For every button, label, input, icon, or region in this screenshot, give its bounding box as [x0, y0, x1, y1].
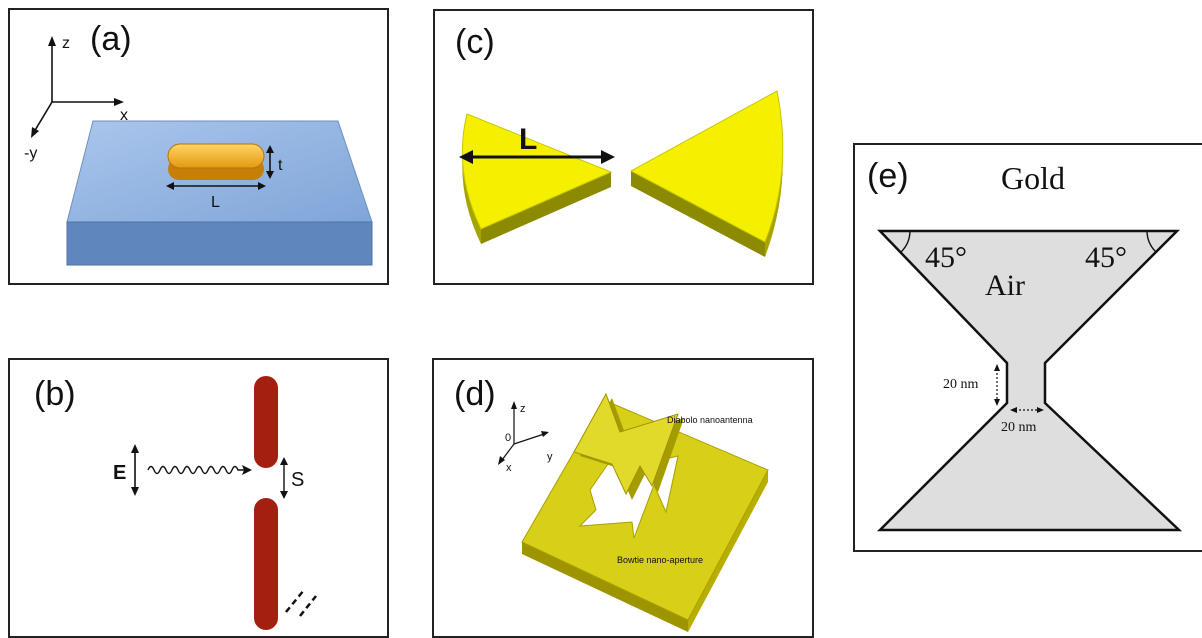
gap-arrow-top-icon [280, 457, 288, 465]
v-dim-arrow-bottom-icon [994, 399, 1000, 406]
panel-a-drawing: (a) z x -y t L [24, 20, 373, 266]
e-field-label: E [113, 462, 126, 484]
axis-z-label: z [62, 35, 70, 52]
h-dim-arrow-left-icon [1010, 407, 1017, 413]
c-l-arrow-left-icon [459, 150, 473, 164]
air-aperture [876, 229, 1183, 532]
panel-b: (b) E S [8, 358, 389, 638]
substrate-front [66, 221, 373, 266]
d-x-axis [501, 443, 515, 461]
t-dim-arrow-bottom-icon [266, 171, 274, 179]
wave-arrowhead-icon [242, 465, 252, 475]
vertical-dim-label: 20 nm [943, 377, 979, 392]
d-axis-x-label: x [506, 462, 512, 474]
panel-c-drawing: (c) L [455, 23, 784, 257]
panel-a-label: (a) [90, 20, 132, 58]
l-dim-arrow-left-icon [166, 182, 174, 190]
dipole-bottom-arm [254, 498, 278, 630]
left-wedge-side [481, 172, 611, 244]
c-dim-L-label: L [519, 123, 537, 156]
panel-e-drawing: (e) Gold 45° 45° Air 20 nm 20 nm [867, 157, 1183, 532]
right-bowtie-wing [629, 90, 784, 243]
v-dim-arrow-top-icon [994, 364, 1000, 371]
panel-c: (c) L [433, 9, 814, 285]
panel-c-label: (c) [455, 23, 495, 61]
axis-x-label: x [120, 107, 128, 124]
y-arrowhead-icon [31, 127, 39, 138]
d-y-arrowhead-icon [541, 431, 549, 437]
angle-arc-left-icon [900, 230, 911, 253]
panel-e: (e) Gold 45° 45° Air 20 nm 20 nm [853, 143, 1202, 552]
film-front-left [522, 542, 688, 632]
annot-aperture: Bowtie nano-aperture [617, 555, 703, 565]
right-wedge-arc-side [765, 91, 783, 257]
panel-d-drawing: (d) z 0 y x Diabolo nanoantenna Bowtie n… [454, 375, 769, 632]
t-dim-arrow-top-icon [266, 145, 274, 153]
h-dim-arrow-right-icon [1037, 407, 1044, 413]
panel-e-label: (e) [867, 157, 909, 195]
medium-label: Air [985, 269, 1025, 302]
dashed-line-1 [285, 589, 305, 613]
gap-label: S [291, 469, 304, 491]
panel-b-drawing: (b) E S [34, 375, 317, 630]
angle-right-label: 45° [1085, 241, 1127, 274]
axis-y-label: -y [24, 145, 37, 162]
y-axis [33, 101, 53, 133]
l-dim-arrow-right-icon [258, 182, 266, 190]
panel-b-label: (b) [34, 375, 76, 413]
d-axis-y-label: y [547, 451, 553, 463]
annot-diabolo: Diabolo nanoantenna [667, 415, 753, 425]
d-axis-origin-label: 0 [505, 432, 511, 444]
left-bowtie-wing [461, 113, 613, 230]
d-x-arrowhead-icon [498, 456, 505, 465]
e-field-arrow-top-icon [131, 444, 139, 453]
diabolo-nanoantenna [573, 392, 679, 496]
d-z-arrowhead-icon [511, 401, 517, 409]
panel-a: (a) z x -y t L [8, 8, 389, 285]
c-l-arrow-right-icon [601, 150, 615, 164]
gap-arrow-bottom-icon [280, 491, 288, 499]
angle-arc-right-icon [1146, 230, 1157, 253]
d-axis-z-label: z [520, 403, 526, 415]
dashed-line-2 [299, 595, 317, 617]
incident-wave [147, 465, 250, 475]
panel-d: (d) z 0 y x Diabolo nanoantenna Bowtie n… [432, 358, 814, 638]
x-arrowhead-icon [114, 98, 124, 106]
right-wedge-side [631, 171, 765, 257]
panel-d-label: (d) [454, 375, 496, 413]
z-arrowhead-icon [48, 36, 56, 46]
left-wedge-arc-side [462, 114, 481, 244]
gold-rod [167, 143, 265, 169]
dim-t-label: t [278, 157, 283, 174]
e-field-arrow-bottom-icon [131, 487, 139, 496]
dipole-top-arm [254, 376, 278, 468]
d-y-axis [513, 433, 545, 445]
dim-L-label: L [211, 194, 220, 211]
film-front-right [688, 470, 768, 632]
angle-left-label: 45° [925, 241, 967, 274]
horizontal-dim-label: 20 nm [1001, 420, 1037, 435]
material-label: Gold [1001, 160, 1065, 196]
